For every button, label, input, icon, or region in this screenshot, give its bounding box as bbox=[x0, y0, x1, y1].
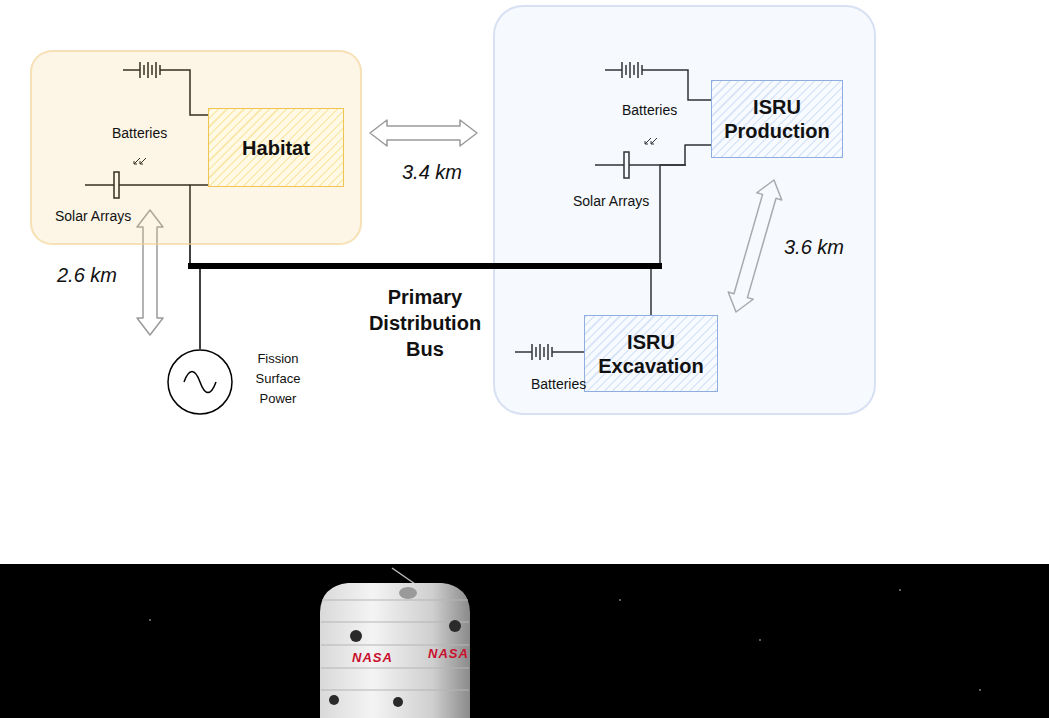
seam bbox=[321, 668, 469, 669]
stars bbox=[149, 589, 980, 690]
generator-circle bbox=[168, 350, 232, 414]
distribution-bus: Primary Distribution Bus bbox=[188, 263, 662, 363]
window bbox=[350, 630, 362, 642]
star bbox=[979, 689, 980, 690]
isru-box: ISRU Excavation bbox=[584, 315, 718, 392]
component-label: Batteries bbox=[531, 375, 586, 393]
isru-region: ISRU ProductionISRU ExcavationBatteriesS… bbox=[493, 5, 876, 415]
space-background bbox=[0, 564, 1049, 718]
habitat-region: Habitat BatteriesSolar Arrays bbox=[30, 50, 362, 245]
logo-text: NASA bbox=[352, 650, 393, 665]
star bbox=[899, 589, 900, 590]
generator-outline bbox=[167, 349, 233, 415]
seam bbox=[321, 690, 469, 691]
module-seams bbox=[321, 600, 469, 690]
habitat-module bbox=[320, 583, 470, 718]
component-label: Batteries bbox=[622, 101, 677, 119]
power-wire bbox=[199, 266, 201, 349]
component-label: Batteries bbox=[112, 124, 167, 142]
distance-label: 2.6 km bbox=[57, 263, 117, 287]
window bbox=[393, 697, 403, 707]
isru-box: ISRU Production bbox=[711, 80, 843, 158]
window bbox=[329, 695, 339, 705]
antenna-dish bbox=[399, 587, 417, 599]
seam bbox=[322, 600, 468, 601]
star bbox=[759, 639, 760, 640]
component-label: Solar Arrays bbox=[55, 207, 131, 225]
ac-symbol bbox=[184, 372, 216, 393]
box-title: Habitat bbox=[242, 136, 310, 160]
star bbox=[149, 619, 150, 620]
windows bbox=[329, 620, 461, 707]
power-source: Fission Surface Power bbox=[167, 349, 233, 415]
logo-text: NASA bbox=[428, 646, 469, 661]
distance-arrow bbox=[370, 120, 477, 146]
window bbox=[449, 620, 461, 632]
box-title: ISRU Excavation bbox=[592, 330, 710, 378]
component-label: Solar Arrays bbox=[573, 192, 649, 210]
seam bbox=[321, 645, 469, 646]
distance-label: 3.6 km bbox=[784, 235, 844, 259]
star bbox=[619, 599, 620, 600]
habitat-box: Habitat bbox=[208, 108, 344, 187]
source-label: Fission Surface Power bbox=[247, 349, 309, 409]
bus-label: Primary Distribution Bus bbox=[355, 284, 495, 362]
seam bbox=[321, 622, 469, 623]
box-title: ISRU Production bbox=[719, 95, 835, 143]
distance-label: 3.4 km bbox=[402, 160, 462, 184]
